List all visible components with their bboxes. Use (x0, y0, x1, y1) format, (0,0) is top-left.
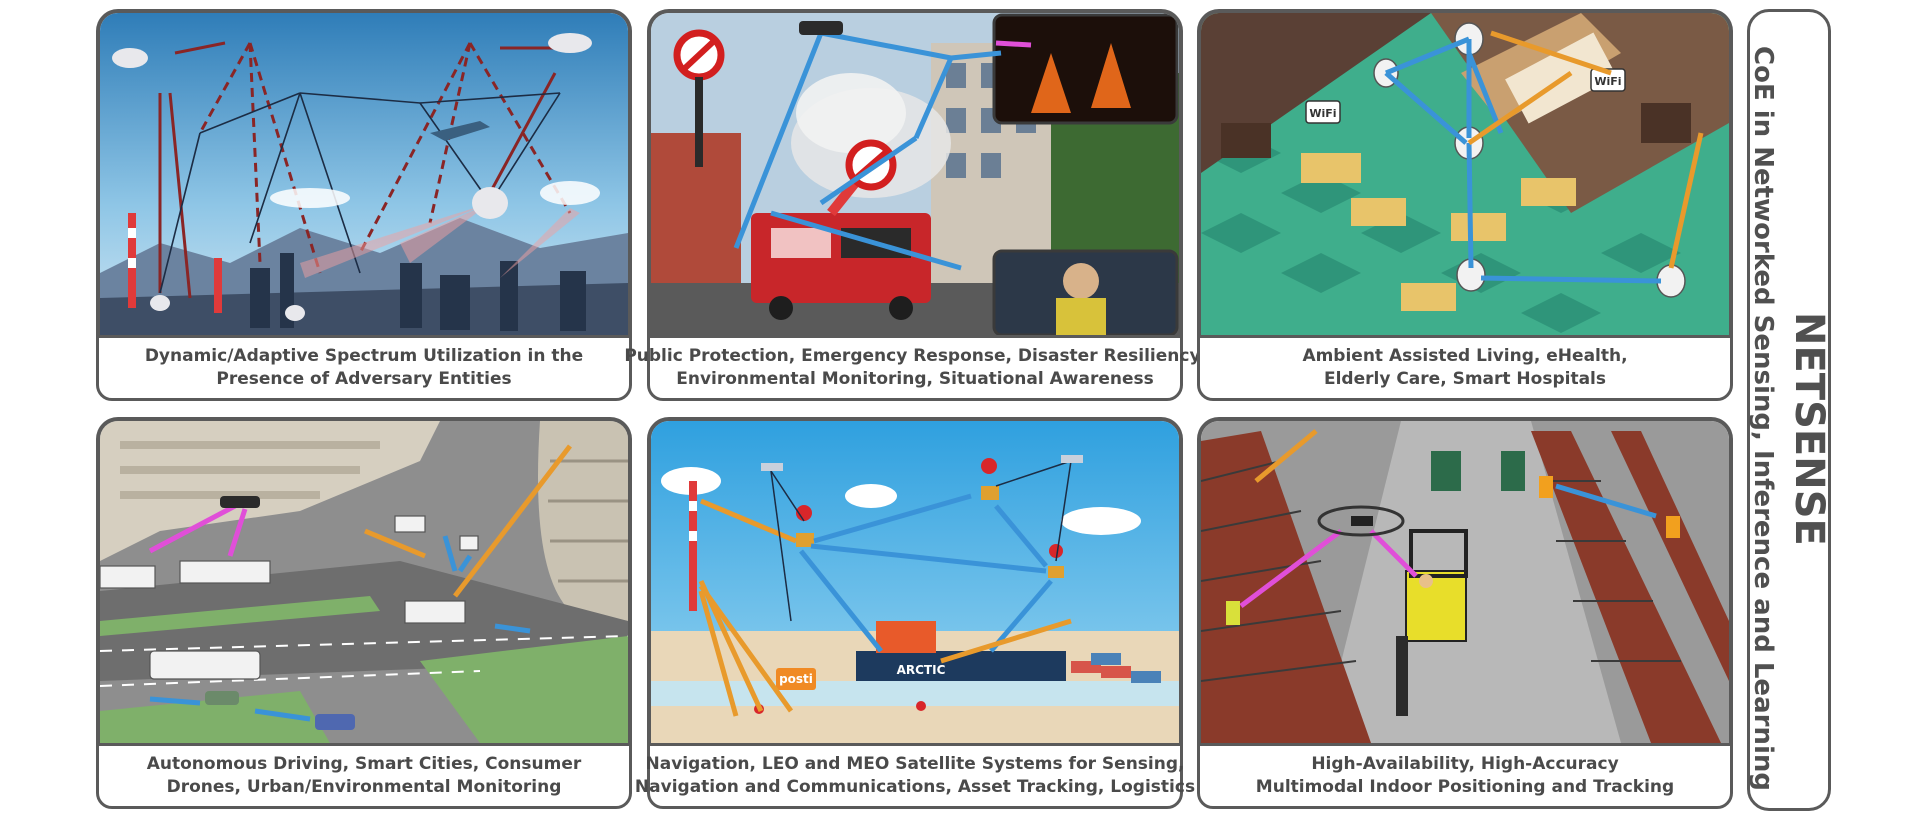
caption-line-1: Ambient Assisted Living, eHealth, (1302, 346, 1628, 366)
panel-emergency-caption: Public Protection, Emergency Response, D… (624, 335, 1206, 401)
caption-line-1: Dynamic/Adaptive Spectrum Utilization in… (144, 346, 584, 366)
autonomous-driving-scene-image (96, 417, 632, 743)
panel-indoor-positioning-caption: High-Availability, High-Accuracy Multimo… (1197, 743, 1733, 809)
panel-indoor-positioning: High-Availability, High-Accuracy Multimo… (1197, 417, 1733, 809)
panel-autonomous-driving-caption: Autonomous Driving, Smart Cities, Consum… (96, 743, 632, 809)
vessel-label: ARCTIC (897, 663, 946, 677)
netsense-side-panel: NETSENSE CoE in Networked Sensing, Infer… (1747, 9, 1832, 811)
satellite-logistics-scene-image: ARCTIC posti (647, 417, 1183, 743)
caption-line-1: Navigation, LEO and MEO Satellite System… (645, 754, 1185, 774)
panel-autonomous-driving: Autonomous Driving, Smart Cities, Consum… (96, 417, 632, 809)
caption-line-2: Drones, Urban/Environmental Monitoring (166, 777, 562, 797)
panel-assisted-living: WiFi WiFi Ambient Assisted Living, eHeal… (1197, 9, 1733, 401)
emergency-scene-image (647, 9, 1183, 335)
wifi-sign-1: WiFi (1309, 107, 1336, 120)
panel-spectrum-caption: Dynamic/Adaptive Spectrum Utilization in… (96, 335, 632, 401)
posti-sign: posti (779, 672, 813, 686)
panel-assisted-living-caption: Ambient Assisted Living, eHealth, Elderl… (1197, 335, 1733, 401)
panel-satellite-logistics: ARCTIC posti Navigation, LEO and MEO Sat… (635, 417, 1195, 809)
indoor-positioning-scene-image (1197, 417, 1733, 743)
caption-line-2: Presence of Adversary Entities (216, 369, 512, 389)
caption-line-2: Elderly Care, Smart Hospitals (1323, 369, 1606, 389)
spectrum-scene-image (96, 9, 632, 335)
caption-line-2: Navigation and Communications, Asset Tra… (634, 777, 1196, 797)
panel-satellite-logistics-caption: Navigation, LEO and MEO Satellite System… (635, 743, 1195, 809)
caption-line-1: High-Availability, High-Accuracy (1311, 754, 1619, 774)
caption-line-1: Autonomous Driving, Smart Cities, Consum… (146, 754, 582, 774)
netsense-title: NETSENSE (1786, 312, 1832, 546)
panel-emergency: Public Protection, Emergency Response, D… (624, 9, 1206, 401)
panel-spectrum: Dynamic/Adaptive Spectrum Utilization in… (96, 9, 632, 401)
caption-line-1: Public Protection, Emergency Response, D… (624, 346, 1206, 366)
wifi-sign-2: WiFi (1594, 75, 1621, 88)
netsense-subtitle: CoE in Networked Sensing, Inference and … (1748, 46, 1778, 791)
assisted-living-scene-image: WiFi WiFi (1197, 9, 1733, 335)
caption-line-2: Environmental Monitoring, Situational Aw… (676, 369, 1154, 389)
caption-line-2: Multimodal Indoor Positioning and Tracki… (1255, 777, 1675, 797)
